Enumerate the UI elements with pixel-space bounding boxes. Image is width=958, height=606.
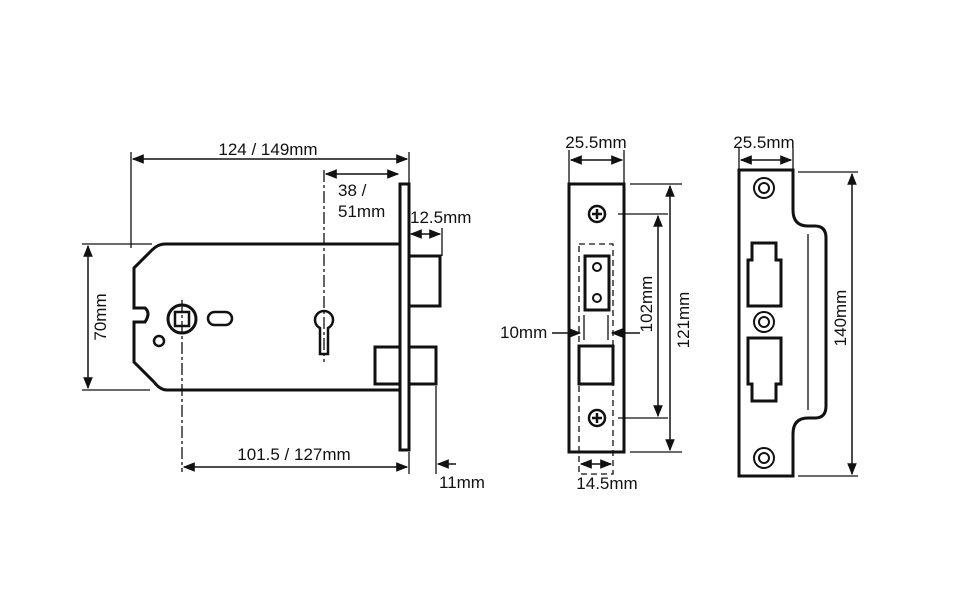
forend-plate: [398, 182, 411, 452]
deadbolt-aperture: [746, 241, 783, 308]
backset-label-line1: 38 /: [338, 181, 367, 200]
fixing-hole: [152, 334, 166, 348]
forend-outline: [567, 182, 626, 454]
lock-body-view: 124 / 149mm 38 / 51mm 12.5mm 70mm 101.5 …: [82, 140, 485, 492]
fixing-slot: [206, 310, 234, 327]
forend-width-label: 25.5mm: [565, 133, 626, 152]
case-height-label: 70mm: [91, 293, 110, 340]
latch-throw-label: 11mm: [439, 473, 485, 492]
screw-icon: [587, 204, 607, 224]
strike-length-label: 140mm: [831, 290, 850, 347]
fixing-centres-label: 102mm: [637, 276, 656, 333]
strike-plate-view: 25.5mm 140mm: [733, 133, 858, 478]
case-thickness-label: 14.5mm: [576, 474, 637, 493]
latch-width-label: 10mm: [500, 323, 547, 342]
screw-ring-icon: [753, 177, 775, 199]
latch-aperture: [746, 336, 783, 403]
lock-case-outline: [132, 242, 400, 392]
overall-width-label: 124 / 149mm: [218, 140, 317, 159]
screw-ring-icon: [753, 311, 775, 333]
centres-label: 101.5 / 127mm: [237, 445, 350, 464]
latch-face: [577, 344, 615, 386]
latch-tail: [373, 345, 402, 386]
deadbolt-face: [583, 254, 611, 312]
screw-ring-icon: [753, 447, 775, 469]
strike-plate-outline: [737, 168, 828, 478]
strike-width-label: 25.5mm: [733, 133, 794, 152]
bolt-throw-label: 12.5mm: [410, 208, 471, 227]
forend-length-label: 121mm: [674, 292, 693, 349]
backset-label-line2: 51mm: [338, 202, 385, 221]
keyhole-icon: [313, 309, 335, 356]
deadbolt: [407, 254, 442, 308]
latch-bolt: [407, 345, 438, 386]
forend-view: 25.5mm 10mm 102mm 121mm 14.5mm: [500, 133, 693, 493]
screw-icon: [587, 408, 607, 428]
